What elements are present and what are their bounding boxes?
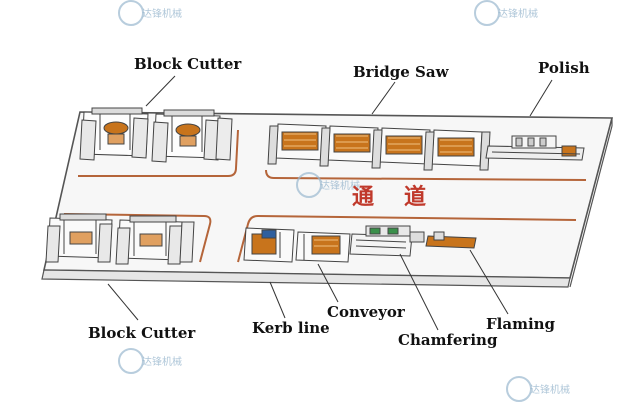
gear-icon [474, 0, 500, 26]
watermark-logo-1: 达锋机械 [118, 0, 182, 34]
block-cutter-bottom-2 [115, 215, 183, 265]
zone-outline-top-left [78, 129, 239, 177]
leader-conveyor [317, 263, 339, 303]
watermark-logo-4: 达锋机械 [118, 348, 182, 382]
leader-kerb-line [269, 281, 286, 319]
bridge-saw-3 [371, 127, 431, 169]
watermark-logo-2: 达锋机械 [474, 0, 538, 34]
gear-icon [118, 348, 144, 374]
aisle-label: 通道 [352, 185, 457, 210]
block-cutter-bottom-wall [179, 221, 195, 263]
block-cutter-top-1 [79, 107, 149, 161]
watermark-text: 达锋机械 [498, 9, 538, 20]
watermark-text: 达锋机械 [530, 385, 570, 396]
block-cutter-top-2 [151, 109, 221, 163]
label-block-cutter-bottom: Block Cutter [88, 324, 196, 342]
chamfering-machine [349, 225, 425, 257]
watermark-logo-3: 达锋机械 [296, 172, 360, 206]
block-cutter-top-wall [215, 117, 233, 161]
block-cutter-bottom-1 [45, 213, 113, 263]
gear-icon [118, 0, 144, 26]
leader-bridge-saw [371, 81, 396, 115]
label-flaming: Flaming [486, 315, 556, 333]
label-conveyor: Conveyor [327, 303, 405, 321]
label-chamfering: Chamfering [398, 331, 498, 349]
leader-polish [529, 79, 553, 117]
bridge-saw-2 [319, 125, 379, 167]
watermark-text: 达锋机械 [142, 357, 182, 368]
conveyor-machine [295, 231, 351, 263]
watermark-text: 达锋机械 [142, 9, 182, 20]
leader-chamfering [399, 253, 439, 331]
bridge-saw-4 [423, 129, 491, 171]
leader-lines [107, 75, 553, 331]
gear-icon [506, 376, 532, 402]
zone-outline-top-right [265, 169, 587, 181]
label-polish: Polish [538, 59, 590, 77]
label-block-cutter-top: Block Cutter [134, 55, 242, 73]
label-kerb-line: Kerb line [252, 319, 330, 337]
leader-block-cutter-top [145, 75, 176, 107]
zone-outline-bottom-left [63, 213, 212, 263]
polish-machine [485, 135, 585, 161]
zone-outlines [63, 129, 587, 263]
watermark-text: 达锋机械 [320, 181, 360, 192]
watermark-logo-5: 达锋机械 [506, 376, 570, 410]
bridge-saw-1 [267, 123, 327, 165]
gear-icon [296, 172, 322, 198]
label-bridge-saw: Bridge Saw [353, 63, 449, 81]
leader-block-cutter-bottom [107, 283, 139, 321]
flaming-machine [425, 231, 477, 249]
kerb-line-machine [243, 227, 295, 263]
zone-outline-bottom-right [237, 214, 577, 263]
leader-flaming [469, 249, 509, 315]
